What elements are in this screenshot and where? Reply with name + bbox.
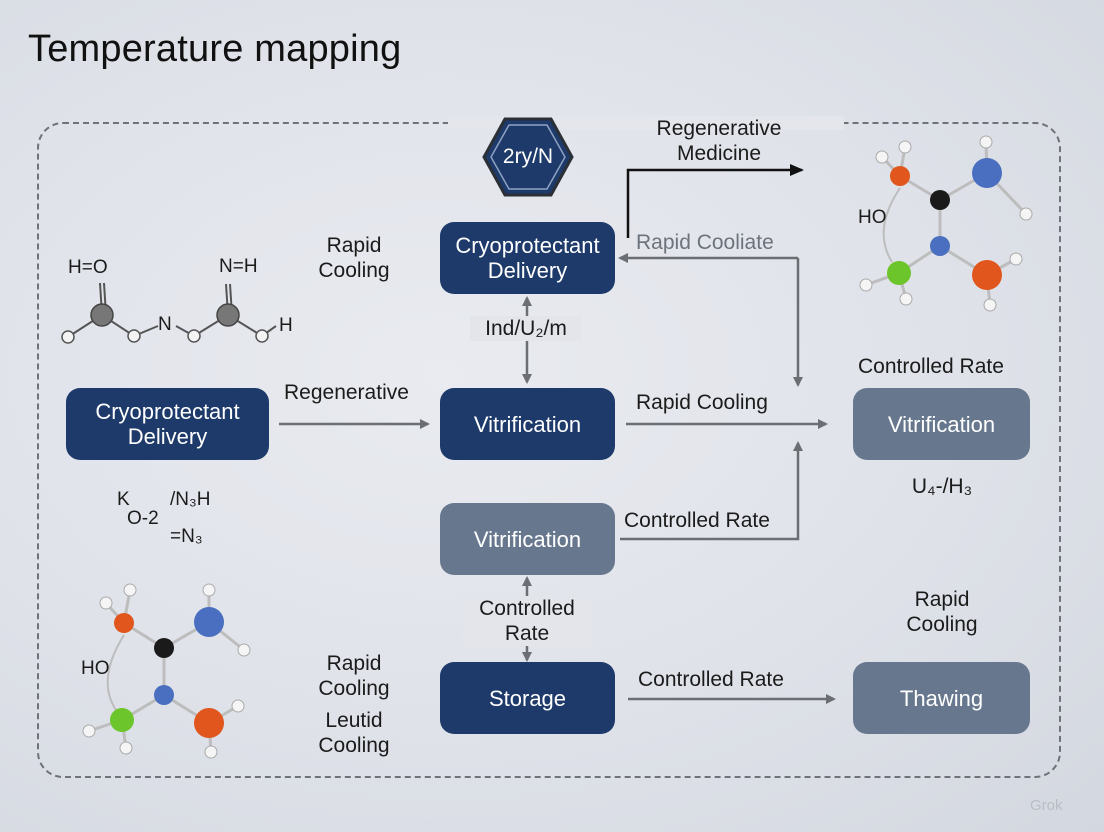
chem-h: H (279, 315, 293, 336)
label-rapid-cooling-bottom: Rapid Cooling (318, 652, 390, 700)
label-rapid-cooliate: Rapid Cooliate (636, 231, 774, 254)
node-vitrification-center[interactable]: Vitrification (440, 388, 615, 460)
chem-h-o: H=O (68, 257, 108, 278)
hexagon-badge (482, 117, 574, 197)
node-storage[interactable]: Storage (440, 662, 615, 734)
label-ind-u2-m: Ind/U₂/m (470, 316, 582, 341)
label-regenerative-medicine: Regenerative Medicine (656, 117, 782, 165)
chem-o2: O-2 (127, 508, 159, 529)
molecule-bottom-left-atoms (82, 583, 251, 759)
arrow-controlled-rate-lower (620, 441, 803, 541)
chem-ho-bottom-left: HO (81, 658, 110, 679)
hexagon-label: 2ry/N (502, 145, 554, 168)
label-rapid-cooling-top-left: Rapid Cooling (318, 234, 390, 282)
molecule-top-right-atoms (859, 135, 1033, 312)
page-title: Temperature mapping (28, 28, 402, 70)
chem-n-h: N=H (219, 256, 258, 277)
chem-n: N (158, 314, 172, 335)
watermark: Grok (1030, 797, 1063, 814)
chem-n3h: /N₃H (170, 489, 211, 510)
molecule-top-left-atoms (61, 303, 269, 344)
label-controlled-rate-lower: Controlled Rate (624, 509, 770, 532)
node-vitrification-lower[interactable]: Vitrification (440, 503, 615, 575)
chem-k: K (117, 489, 130, 510)
node-cryoprotectant-delivery-top[interactable]: Cryoprotectant Delivery (440, 222, 615, 294)
label-leutid-cooling: Leutid Cooling (318, 709, 390, 757)
label-controlled-rate-right: Controlled Rate (858, 355, 1004, 378)
chem-n3: =N₃ (170, 526, 203, 547)
chem-ho-top-right: HO (858, 207, 887, 228)
arrow-regenerative-medicine (626, 164, 804, 238)
label-rapid-cooling-mid: Rapid Cooling (636, 391, 768, 414)
label-controlled-rate-vertical: Controlled Rate (462, 596, 592, 646)
label-regenerative: Regenerative (284, 381, 409, 404)
node-vitrification-right[interactable]: Vitrification (853, 388, 1030, 460)
node-cryoprotectant-delivery-left[interactable]: Cryoprotectant Delivery (66, 388, 269, 460)
label-u4-h3: U₄-/H₃ (911, 475, 973, 498)
node-thawing[interactable]: Thawing (853, 662, 1030, 734)
label-controlled-rate-bottom: Controlled Rate (638, 668, 784, 691)
label-rapid-cooling-right: Rapid Cooling (906, 588, 978, 636)
